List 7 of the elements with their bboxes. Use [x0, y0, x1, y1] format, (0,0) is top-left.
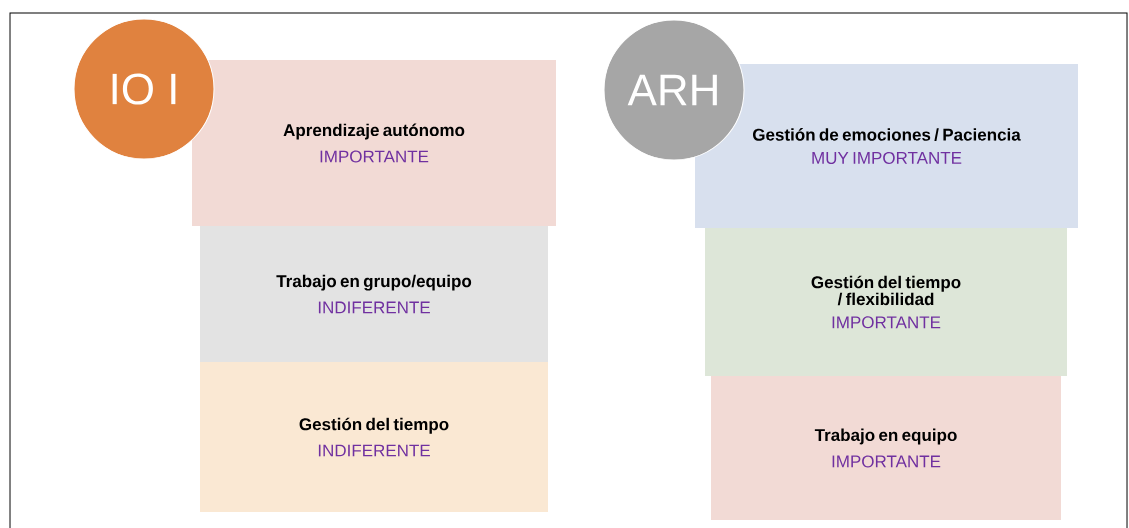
- text-box: Gestión del tiempo INDIFERENTE: [200, 362, 548, 512]
- text-box: Aprendizaje autónomo IMPORTANTE: [192, 60, 556, 226]
- text-box: Trabajo en equipo IMPORTANTE: [711, 376, 1061, 520]
- circle-badge: IO I: [73, 18, 215, 160]
- text-box: Gestión del tiempo / flexibilidad IMPORTANTE: [705, 228, 1067, 376]
- text-box: Trabajo en grupo/equipo INDIFERENTE: [200, 226, 548, 362]
- circle-badge: ARH: [603, 19, 745, 161]
